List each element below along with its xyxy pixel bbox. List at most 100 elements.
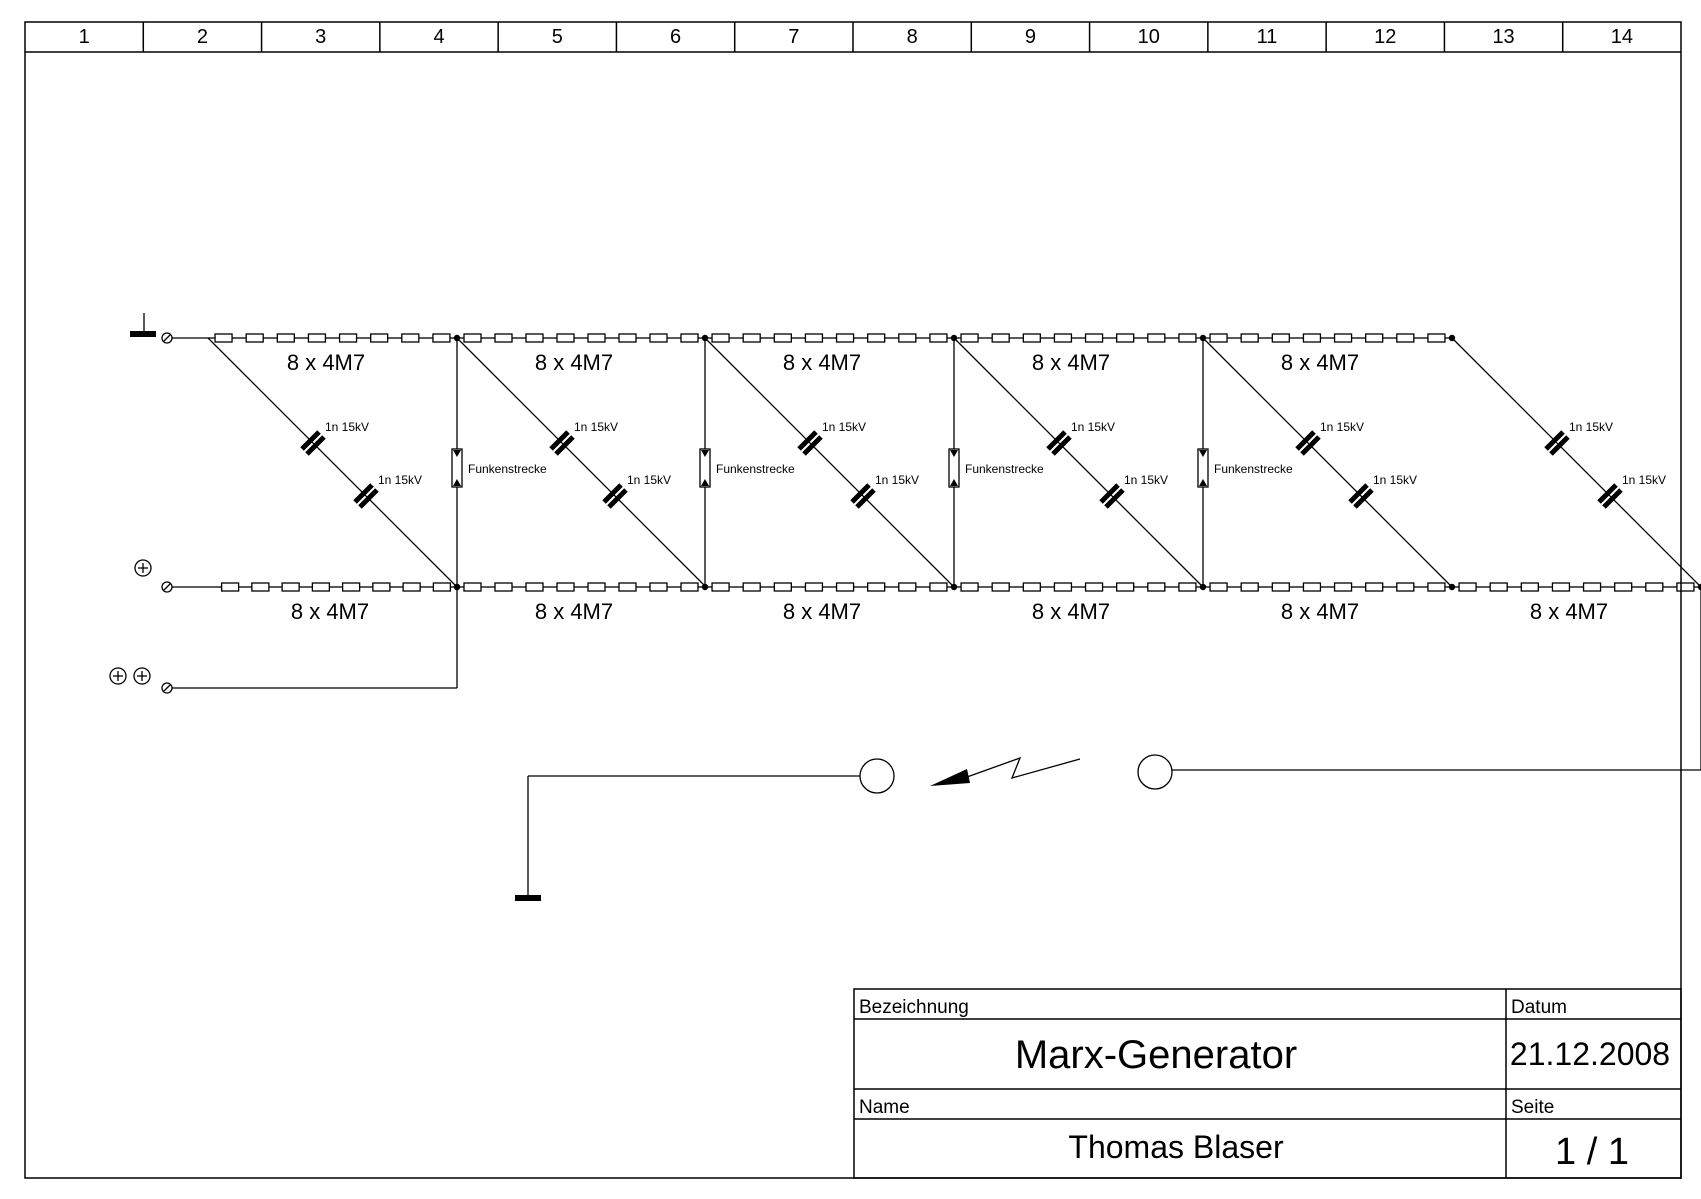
page-number: 1 / 1 [1555,1131,1629,1173]
column-number: 10 [1138,26,1160,48]
resistor [960,333,979,343]
capacitor-plate [1300,435,1321,456]
resistor [214,333,233,343]
capacitor-plate [607,488,628,509]
resistor [251,582,270,592]
resistor [525,333,544,343]
capacitor-plate [1104,488,1125,509]
resistor-string: 8 x 4M7 [208,333,457,375]
resistor [680,333,699,343]
diagonal-wire [704,337,955,588]
terminal [161,581,173,593]
resistor [649,333,668,343]
resistor-string-label: 8 x 4M7 [1281,599,1359,624]
resistor [1396,582,1415,592]
column-number: 4 [433,26,444,48]
resistor [220,582,240,592]
spark-gap-label: Funkenstrecke [965,462,1044,476]
capacitor-plate [1348,483,1369,504]
terminal [161,682,173,694]
capacitor-plate [1549,435,1570,456]
resistor [773,582,792,592]
capacitor-plate [855,488,876,509]
drawing-date: 21.12.2008 [1510,1036,1670,1072]
column-number: 13 [1492,26,1514,48]
resistor-string: 8 x 4M7 [1203,582,1452,624]
spark-gap-electrode [453,450,461,457]
resistor [1333,333,1353,343]
resistor [1053,582,1073,592]
capacitor: 1n 15kV [602,473,671,509]
diagonal-wire [1202,337,1453,588]
junction-dot [1448,334,1456,342]
terminal-slash [163,583,171,591]
resistor [307,333,327,343]
resistor [1022,582,1041,592]
column-number: 5 [552,26,563,48]
plus-symbol [134,559,152,577]
resistor [1458,582,1477,592]
resistor [1427,582,1446,592]
resistor [1084,333,1104,343]
resistor [1302,582,1322,592]
capacitor-plate [1295,430,1316,451]
title-block: Bezeichnung Marx-Generator Datum 21.12.2… [853,988,1682,1179]
terminal-slash [163,334,171,342]
resistor-string-label: 8 x 4M7 [1281,350,1359,375]
spark-gap-electrode [950,479,958,486]
resistor [1084,582,1104,592]
resistor [463,333,482,343]
capacitor: 1n 15kV [797,420,866,456]
resistor-string-label: 8 x 4M7 [783,599,861,624]
resistor [1365,582,1384,592]
resistor [649,582,668,592]
capacitor: 1n 15kV [1597,473,1666,509]
capacitor-plate [1597,483,1618,504]
output-sphere [859,758,895,794]
spark-gap: Funkenstrecke [699,338,795,587]
capacitor-label: 1n 15kV [1373,473,1417,487]
resistor-string: 8 x 4M7 [705,333,954,375]
capacitor-label: 1n 15kV [1622,473,1666,487]
capacitor: 1n 15kV [300,420,369,456]
resistor [494,333,513,343]
capacitor: 1n 15kV [1099,473,1168,509]
resistor [1022,333,1041,343]
capacitor-plate [1046,430,1067,451]
resistor [991,333,1010,343]
resistor-string-label: 8 x 4M7 [291,599,369,624]
resistor [867,582,886,592]
resistor [1396,333,1415,343]
junction-dot [701,334,709,342]
capacitor-plate [1051,435,1072,456]
resistor [370,333,389,343]
resistor-string: 8 x 4M7 [1203,333,1452,375]
capacitor-label: 1n 15kV [378,473,422,487]
resistor [773,333,792,343]
resistor [804,582,824,592]
capacitor-label: 1n 15kV [574,420,618,434]
resistor [711,582,730,592]
drawing-title: Marx-Generator [1015,1033,1297,1077]
resistor [281,582,300,592]
capacitor-plate [1099,483,1120,504]
resistor [1240,582,1259,592]
designation-header: Bezeichnung [859,997,969,1018]
resistor [1271,582,1290,592]
capacitor-plate [797,430,818,451]
resistor [1676,582,1695,592]
resistor [587,582,606,592]
capacitor-plate [305,435,326,456]
column-number: 7 [788,26,799,48]
spark-gap-electrode [701,450,709,457]
resistor-string: 8 x 4M7 [457,333,705,375]
resistor [276,333,295,343]
resistor-string-label: 8 x 4M7 [535,599,613,624]
resistor-string-label: 8 x 4M7 [1530,599,1608,624]
terminal-slash [163,684,171,692]
resistor [1209,582,1228,592]
resistor [991,582,1010,592]
resistor-string: 8 x 4M7 [457,582,705,624]
resistor [338,333,358,343]
ground-bar [515,895,541,901]
